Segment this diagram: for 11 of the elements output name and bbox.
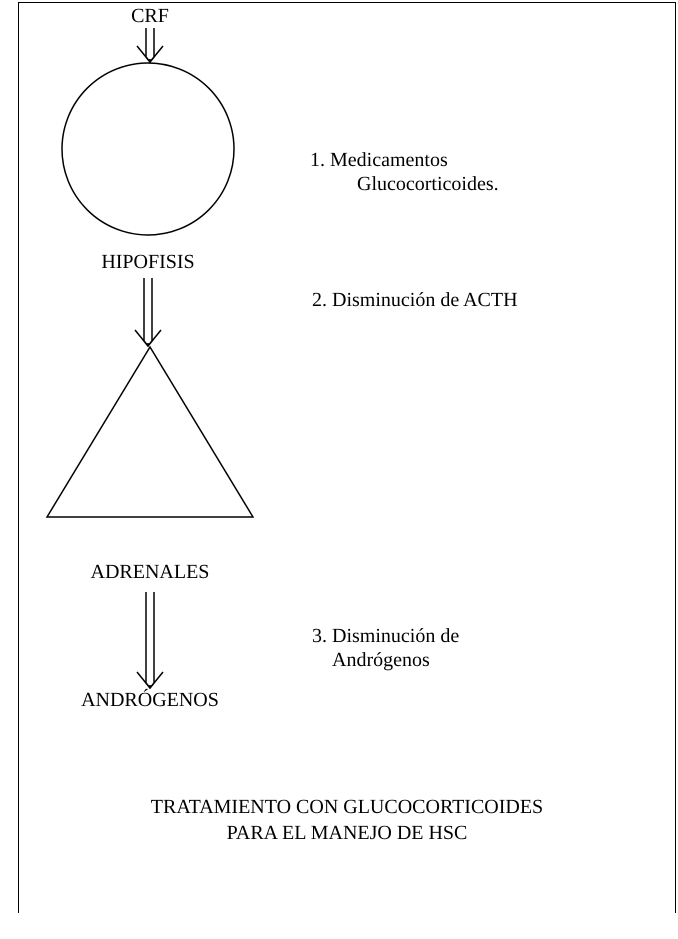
double-arrow [136,27,164,64]
step-note: 2. Disminución de ACTH [312,288,519,312]
step-note: 1. Medicamentos Glucocorticoides. [310,148,500,196]
node-label: CRF [131,4,169,28]
node-label: ANDRÓGENOS [81,688,219,712]
organ-label: HIPOFISIS [101,250,195,274]
double-arrow [136,591,164,690]
double-arrow [134,277,162,348]
organ-label: ADRENALES [90,560,210,584]
caption: TRATAMIENTO CON GLUCOCORTICOIDES PARA EL MANEJO DE HSC [150,795,544,846]
step-note: 3. Disminución de Andrógenos [312,624,460,672]
